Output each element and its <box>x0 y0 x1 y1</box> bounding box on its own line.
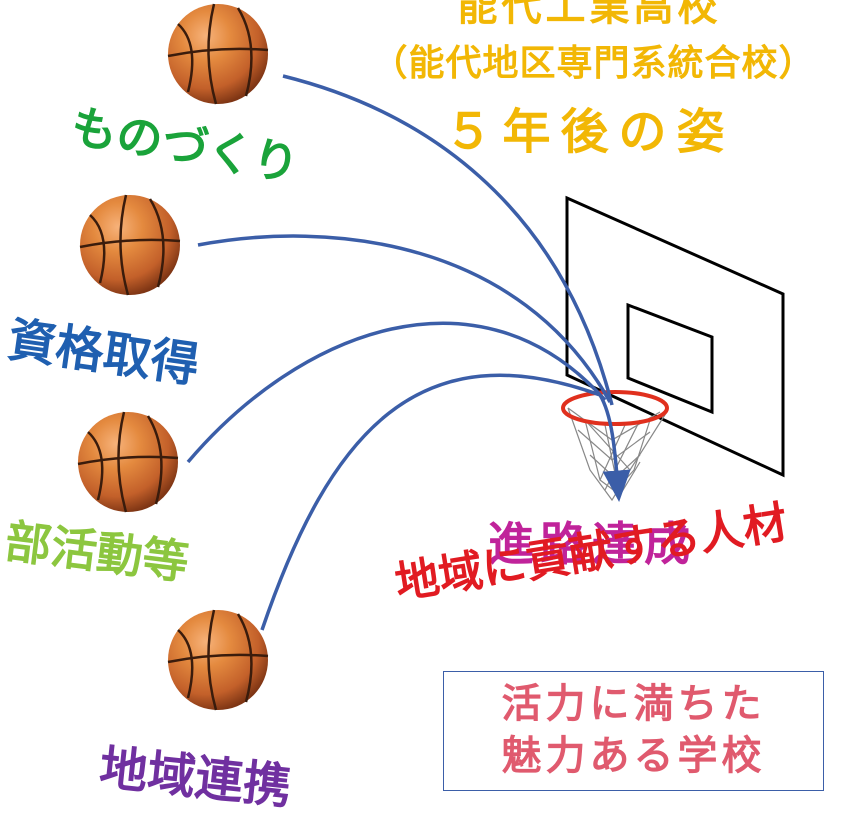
basketball-icon <box>166 2 270 106</box>
message-line-2: 魅力ある学校 <box>501 733 766 779</box>
basketball-icon <box>78 193 182 297</box>
backboard-square <box>626 302 714 415</box>
five-years-later: ５年後の姿 <box>444 104 735 160</box>
hoop-rim <box>561 390 669 426</box>
goal-label: 進路達成 <box>488 517 696 571</box>
basketball-icon <box>76 410 180 514</box>
arrow-path <box>260 373 631 631</box>
basketball-icon <box>166 608 270 712</box>
diagram-canvas <box>76 2 785 712</box>
school-subtitle: （能代地区専門系統合校） <box>371 43 816 84</box>
school-name: 能代工業高校 <box>457 0 722 30</box>
arrow-path <box>282 74 614 406</box>
message-line-1: 活力に満ちた <box>501 681 766 727</box>
arrow-path <box>197 234 612 403</box>
arrow-path <box>186 321 607 464</box>
message-box: 活力に満ちた 魅力ある学校 <box>443 671 824 791</box>
arrow-paths <box>186 74 631 631</box>
